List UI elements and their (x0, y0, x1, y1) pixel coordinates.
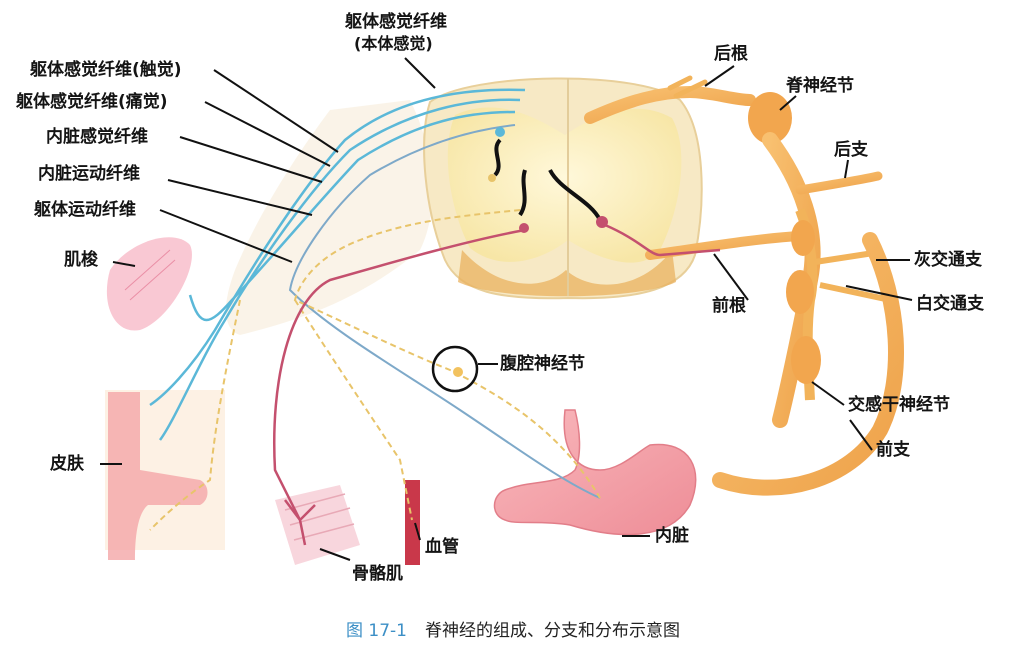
figure-number: 图 17-1 (346, 621, 407, 641)
label-somatic-proprio: 躯体感觉纤维 (345, 12, 447, 32)
skin-shape (105, 390, 225, 560)
label-white-ramus: 白交通支 (916, 294, 984, 314)
somatic-sensory-fibers (149, 88, 526, 441)
label-muscle-spindle: 肌梭 (64, 250, 98, 270)
label-visceral-sensory: 内脏感觉纤维 (46, 127, 148, 147)
stomach-shape (493, 409, 697, 536)
ventral-ramus (712, 232, 904, 496)
label-ventral-root: 前根 (712, 296, 746, 316)
figure-caption: 图 17-1 脊神经的组成、分支和分布示意图 (0, 616, 1026, 641)
cell-bodies (488, 127, 608, 233)
white-communicating-ramus (819, 282, 891, 303)
label-somatic-motor: 躯体运动纤维 (34, 200, 136, 220)
somatic-motor-fibers (273, 223, 721, 546)
label-somatic-pain: 躯体感觉纤维(痛觉) (16, 92, 168, 112)
visceral-motor-fibers (149, 209, 601, 531)
visceral-sensory-fibers (288, 124, 601, 499)
label-somatic-touch: 躯体感觉纤维(触觉) (30, 60, 182, 80)
sympathetic-chain (786, 208, 821, 401)
label-skin: 皮肤 (50, 454, 84, 474)
celiac-ganglion-circle (431, 345, 479, 393)
leader-lines (100, 57, 913, 561)
label-blood-vessel: 血管 (425, 537, 459, 557)
muscle-spindle-shape (106, 237, 192, 331)
label-viscera: 内脏 (655, 526, 689, 546)
label-spinal-ganglion: 脊神经节 (786, 76, 854, 96)
dorsal-rootlets (667, 75, 708, 99)
label-skeletal-muscle: 骨骼肌 (352, 564, 403, 584)
label-dorsal-ramus: 后支 (834, 140, 868, 160)
label-celiac-ganglion: 腹腔神经节 (500, 354, 585, 374)
dorsal-ramus (795, 171, 883, 195)
spinal-ganglion-shape (748, 92, 792, 144)
spinal-cord (423, 77, 703, 300)
label-dorsal-root: 后根 (714, 44, 748, 64)
label-gray-ramus: 灰交通支 (914, 250, 982, 270)
label-visceral-motor: 内脏运动纤维 (38, 164, 140, 184)
label-sympathetic-ganglion: 交感干神经节 (848, 395, 950, 415)
figure-title: 脊神经的组成、分支和分布示意图 (425, 621, 680, 641)
muscle-spindle-fibers (124, 249, 176, 301)
ventral-root (645, 231, 805, 260)
label-ventral-ramus: 前支 (876, 440, 910, 460)
label-somatic-proprio-sub: (本体感觉) (354, 34, 433, 53)
interneurons (493, 138, 602, 222)
celiac-ganglion-dot (453, 367, 463, 377)
